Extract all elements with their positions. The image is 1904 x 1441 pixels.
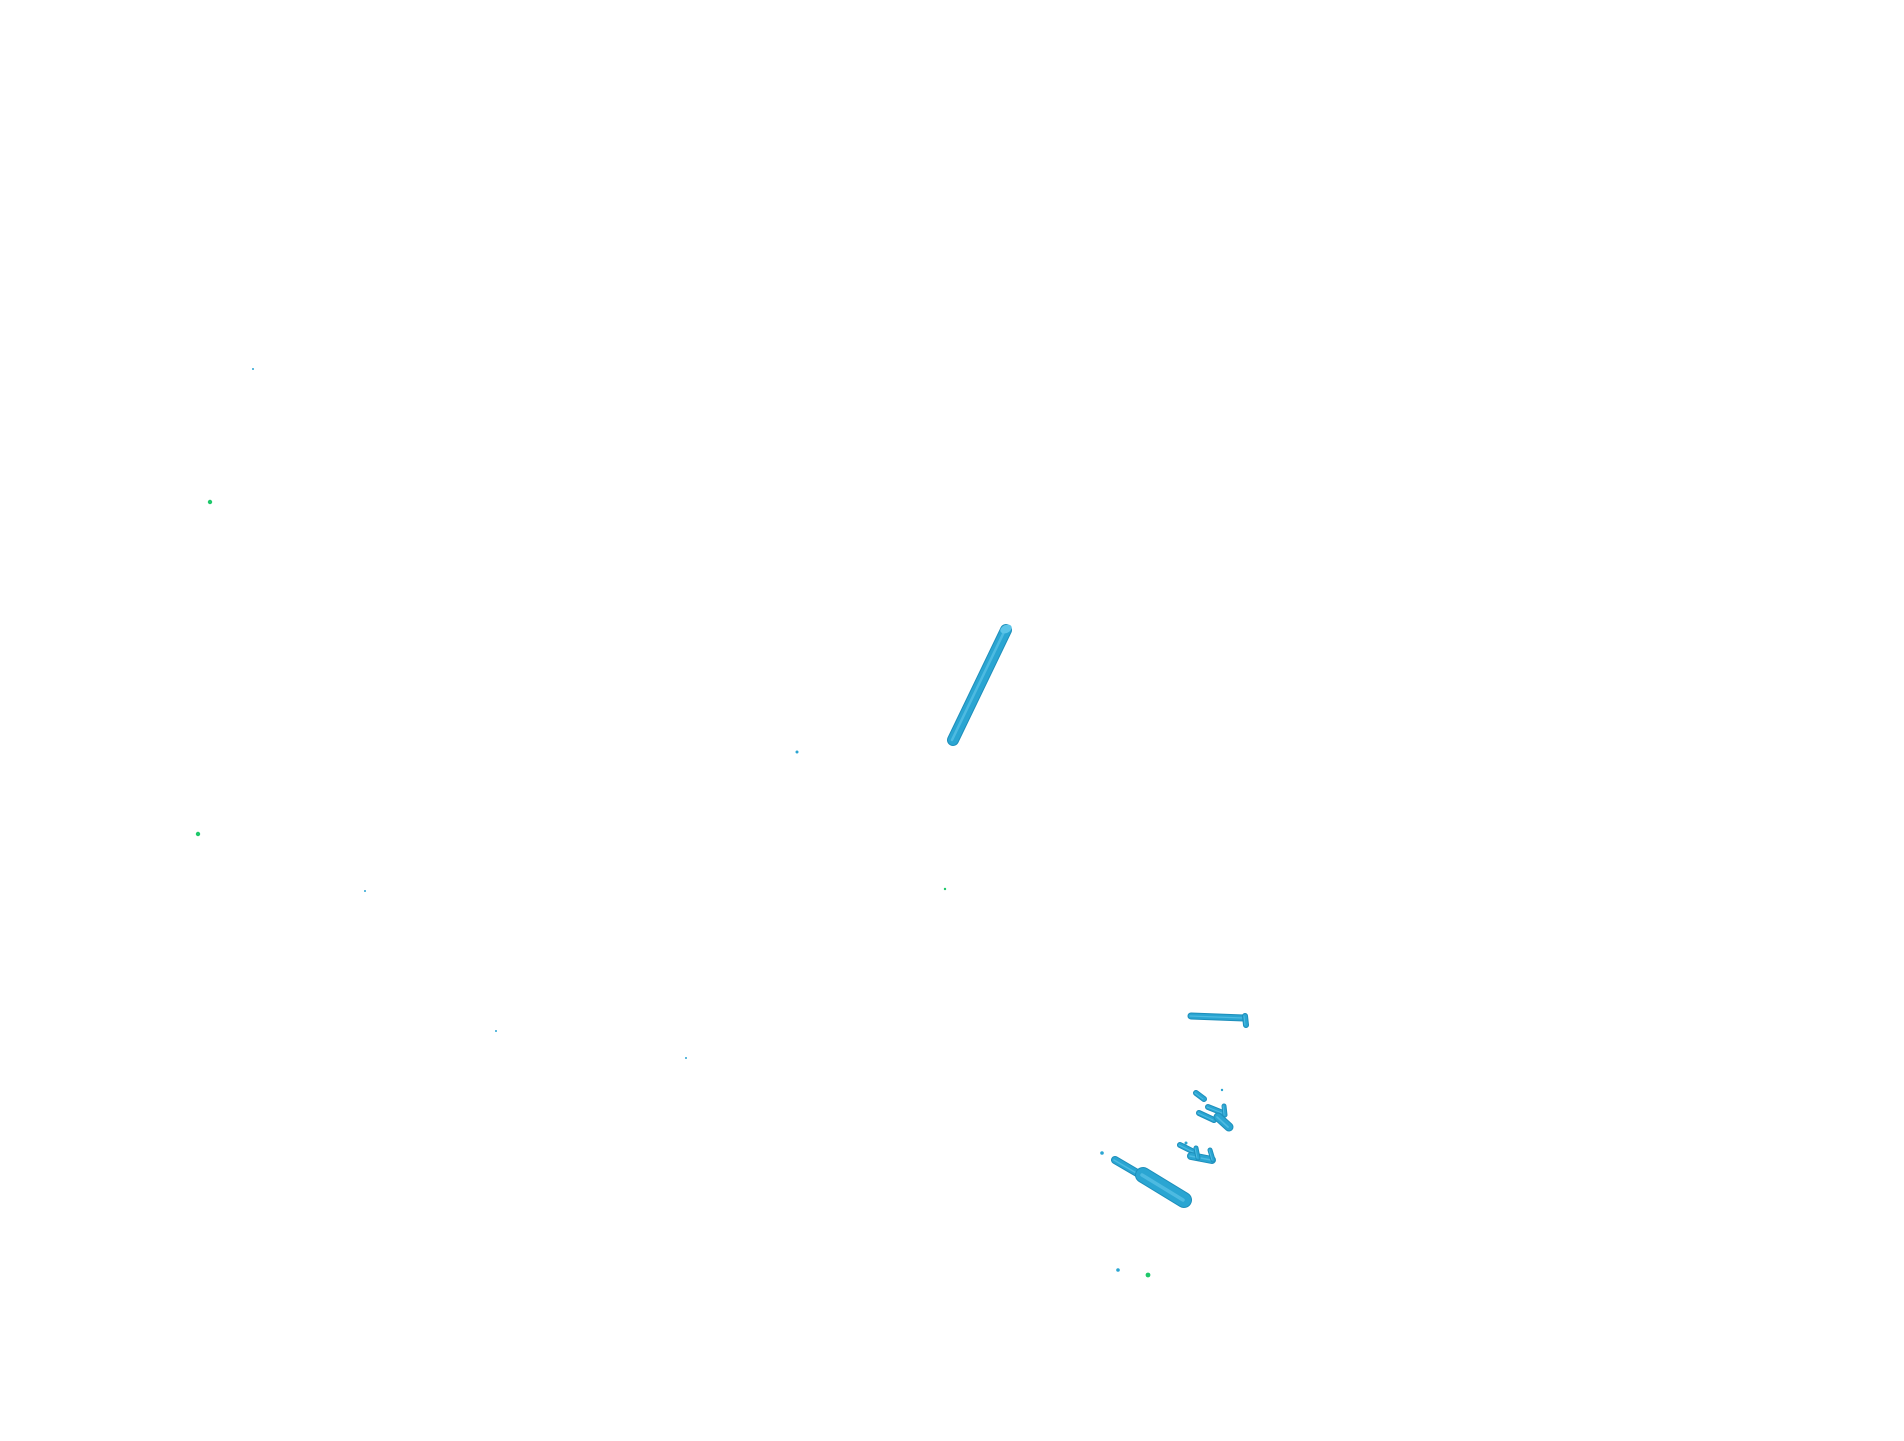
fragment-8 <box>1194 1146 1200 1160</box>
fragment-2-highlight <box>1206 1106 1223 1114</box>
fragment-dot-1 <box>1220 1088 1224 1092</box>
point-green-1 <box>207 499 213 505</box>
fragment-1 <box>1194 1091 1206 1101</box>
long-rod-cap <box>1000 624 1012 634</box>
point-blue-3 <box>795 750 799 754</box>
point-blue-4 <box>364 890 366 892</box>
point-blue-5 <box>495 1030 497 1032</box>
fragment-9 <box>1208 1148 1215 1162</box>
point-blue-6 <box>685 1057 687 1059</box>
fragment-5 <box>1222 1104 1227 1117</box>
top-bar-highlight <box>1189 1015 1244 1019</box>
fragment-5-highlight <box>1222 1105 1225 1116</box>
fragment-dot-2 <box>1184 1141 1188 1145</box>
point-blue-2 <box>252 368 254 370</box>
fragment-4-highlight <box>1216 1116 1229 1128</box>
top-bar-hook <box>1243 1014 1248 1027</box>
bottom-rod-highlight <box>1140 1173 1185 1202</box>
fragment-9-highlight <box>1208 1149 1213 1161</box>
point-green-4 <box>1145 1272 1151 1278</box>
point-green-2 <box>195 831 201 837</box>
bottom-rod-dot <box>1100 1151 1104 1155</box>
fragment-6-highlight <box>1178 1144 1194 1153</box>
top-bar-hook-highlight <box>1243 1015 1246 1026</box>
fragment-1-highlight <box>1194 1092 1204 1100</box>
fragment-8-highlight <box>1194 1147 1198 1159</box>
point-green-3 <box>943 887 947 891</box>
fragment-3-highlight <box>1197 1112 1214 1121</box>
long-rod-highlight <box>950 628 1007 742</box>
point-blue-1 <box>1116 1268 1120 1272</box>
